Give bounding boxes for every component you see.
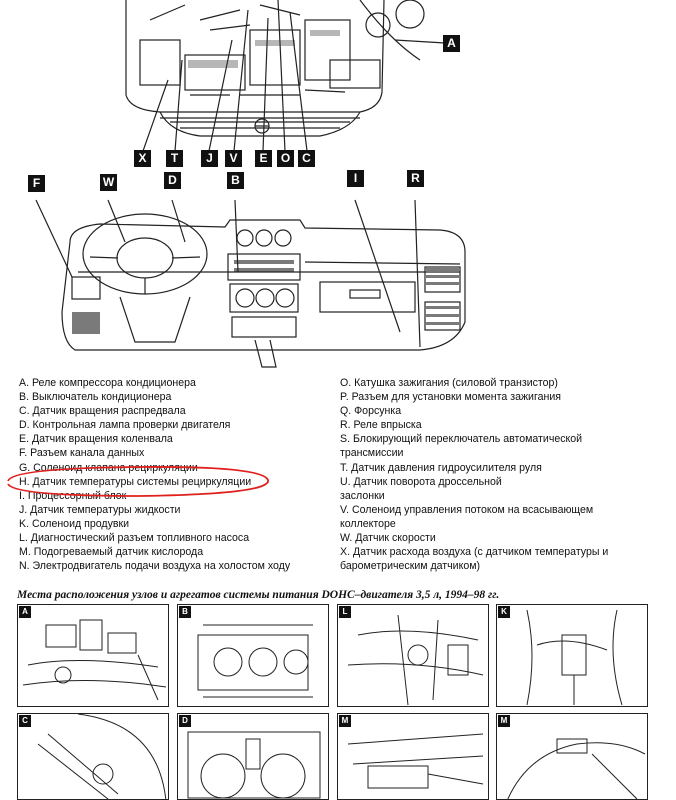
legend-item-w: W. Датчик скорости [340,532,436,545]
legend-item-f: F. Разъем канала данных [19,447,145,460]
panel-tag-m-2: M [498,715,510,727]
figure-caption: Места расположения узлов и агрегатов сис… [17,589,500,601]
panel-a: A [17,604,169,707]
legend-item-h: H. Датчик температуры системы рециркуляц… [19,475,252,488]
panel-l: L [337,604,489,707]
engine-bay-diagram [125,0,446,152]
legend-item-q: Q. Форсунка [340,405,402,418]
panel-k: K [496,604,648,707]
panel-tag-a: A [19,606,31,618]
panel-tag-d: D [179,715,191,727]
legend-item-c: C. Датчик вращения распредвала [19,405,186,418]
label-e: E [255,150,272,167]
label-a: A [443,35,460,52]
panel-tag-l: L [339,606,351,618]
legend-item-m: M. Подогреваемый датчик кислорода [19,546,204,559]
legend-right: O. Катушка зажигания (силовой транзистор… [340,376,608,573]
label-b: B [227,172,244,189]
dashboard-diagram [35,199,466,368]
legend-item-u-cont: заслонки [340,489,385,502]
legend-item-p: P. Разъем для установки момента зажигани… [340,391,561,404]
panel-d: D [177,713,329,800]
legend-item-s-cont: трансмиссии [340,447,404,460]
legend-item-r: R. Реле впрыска [340,419,422,432]
legend-item-u: U. Датчик поворота дроссельной [340,475,502,488]
legend-item-v: V. Соленоид управления потоком на всасыв… [340,503,594,516]
legend-item-o: O. Катушка зажигания (силовой транзистор… [340,377,558,389]
label-f: F [28,175,45,192]
label-o: O [277,150,294,167]
legend-item-e: E. Датчик вращения коленвала [19,433,173,446]
legend-item-l: L. Диагностический разъем топливного нас… [19,532,250,545]
label-c: C [298,150,315,167]
legend-item-n: N. Электродвигатель подачи воздуха на хо… [19,560,291,573]
highlight-ellipse [7,466,269,497]
label-x: X [134,150,151,167]
legend-item-s: S. Блокирующий переключатель автоматичес… [340,433,583,446]
panel-tag-c: C [19,715,31,727]
panel-b: B [177,604,329,707]
label-t: T [166,150,183,167]
legend-item-v-cont: коллекторе [340,517,396,530]
label-j: J [201,150,218,167]
label-v: V [225,150,242,167]
legend-item-b: B. Выключатель кондиционера [19,391,172,404]
legend-item-j: J. Датчик температуры жидкости [19,503,181,516]
legend-item-t: T. Датчик давления гидроусилителя руля [340,461,542,474]
legend-left: A. Реле компрессора кондиционера B. Выкл… [19,376,290,573]
label-r: R [407,170,424,187]
label-d: D [164,172,181,189]
legend-item-a: A. Реле компрессора кондиционера [19,377,196,389]
panel-m: M [337,713,489,800]
legend-item-k: K. Соленоид продувки [19,517,130,530]
panel-c: C [17,713,169,800]
label-i: I [347,170,364,187]
panel-tag-b: B [179,606,191,618]
panel-tag-m: M [339,715,351,727]
label-w: W [100,174,117,191]
panel-m-2: M [496,713,648,800]
panel-tag-k: K [498,606,510,618]
legend-item-d: D. Контрольная лампа проверки двигателя [19,419,231,432]
legend-item-x-cont: барометрическим датчиком) [340,560,481,573]
legend-item-x: X. Датчик расхода воздуха (с датчиком те… [340,546,609,559]
